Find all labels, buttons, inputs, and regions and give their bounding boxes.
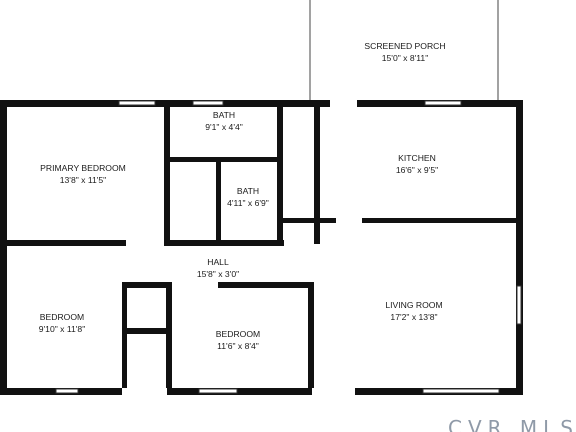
bath-1-label: BATH 9'1" x 4'4"	[205, 109, 243, 133]
wall-kitchen-south-a	[280, 218, 336, 223]
cvr-mls-logo: CVR MLS	[448, 416, 576, 432]
room-dimensions: 9'1" x 4'4"	[205, 122, 243, 132]
window	[118, 100, 156, 106]
room-name: HALL	[207, 257, 229, 267]
wall-primary-bedroom-south	[0, 240, 126, 246]
bath-2-label: BATH 4'11" x 6'9"	[227, 185, 269, 209]
hall-label: HALL 15'8" x 3'0"	[197, 256, 239, 280]
room-dimensions: 15'8" x 3'0"	[196, 269, 240, 279]
window	[55, 388, 79, 394]
room-dimensions: 17'2" x 13'8"	[390, 312, 438, 322]
window	[192, 100, 224, 106]
room-name: BATH	[236, 186, 260, 196]
wall-hall-bedroom-left	[122, 282, 170, 288]
wall-primary-bedroom-east	[164, 107, 170, 243]
bedroom-left-label: BEDROOM 9'10" x 11'8"	[39, 311, 86, 335]
wall-left	[0, 100, 7, 395]
wall-kitchen-west	[314, 107, 320, 244]
room-name: LIVING ROOM	[385, 300, 443, 310]
wall-hall-bedroom-mid	[218, 282, 314, 288]
room-name: BATH	[212, 110, 236, 120]
bedroom-mid-label: BEDROOM 11'6" x 8'4"	[216, 328, 260, 352]
wall-closet-divider	[122, 328, 170, 334]
wall-bath2-west	[216, 160, 221, 244]
living-room-label: LIVING ROOM 17'2" x 13'8"	[385, 299, 442, 323]
window	[198, 388, 238, 394]
wall-bedroom-left-east	[122, 282, 127, 388]
room-dimensions: 16'6" x 9'5"	[395, 165, 439, 175]
wall-bath-divider	[170, 157, 282, 162]
window	[422, 388, 500, 394]
screened-porch-label: SCREENED PORCH 15'0" x 8'11"	[364, 40, 445, 64]
wall-bath-east	[277, 107, 283, 245]
room-dimensions: 15'0" x 8'11"	[381, 53, 429, 63]
wall-top-left	[0, 100, 330, 107]
wall-bedroom-mid-east	[308, 282, 314, 388]
window	[516, 285, 522, 325]
room-dimensions: 4'11" x 6'9"	[227, 198, 269, 208]
wall-kitchen-south-b	[362, 218, 518, 223]
room-name: BEDROOM	[39, 312, 85, 322]
room-name: SCREENED PORCH	[364, 41, 446, 51]
room-name: KITCHEN	[398, 153, 436, 163]
room-dimensions: 11'6" x 8'4"	[217, 341, 259, 351]
wall-bottom-mid	[167, 388, 312, 395]
primary-bedroom-label: PRIMARY BEDROOM 13'8" x 11'5"	[40, 162, 126, 186]
window	[424, 100, 462, 106]
room-name: PRIMARY BEDROOM	[40, 163, 126, 173]
room-dimensions: 13'8" x 11'5"	[59, 175, 107, 185]
wall-primary-bedroom-south-b	[164, 240, 284, 246]
wall-bedroom-mid-west	[166, 282, 172, 388]
room-dimensions: 9'10" x 11'8"	[38, 324, 86, 334]
wall-right	[516, 100, 523, 395]
kitchen-label: KITCHEN 16'6" x 9'5"	[396, 152, 438, 176]
room-name: BEDROOM	[215, 329, 261, 339]
